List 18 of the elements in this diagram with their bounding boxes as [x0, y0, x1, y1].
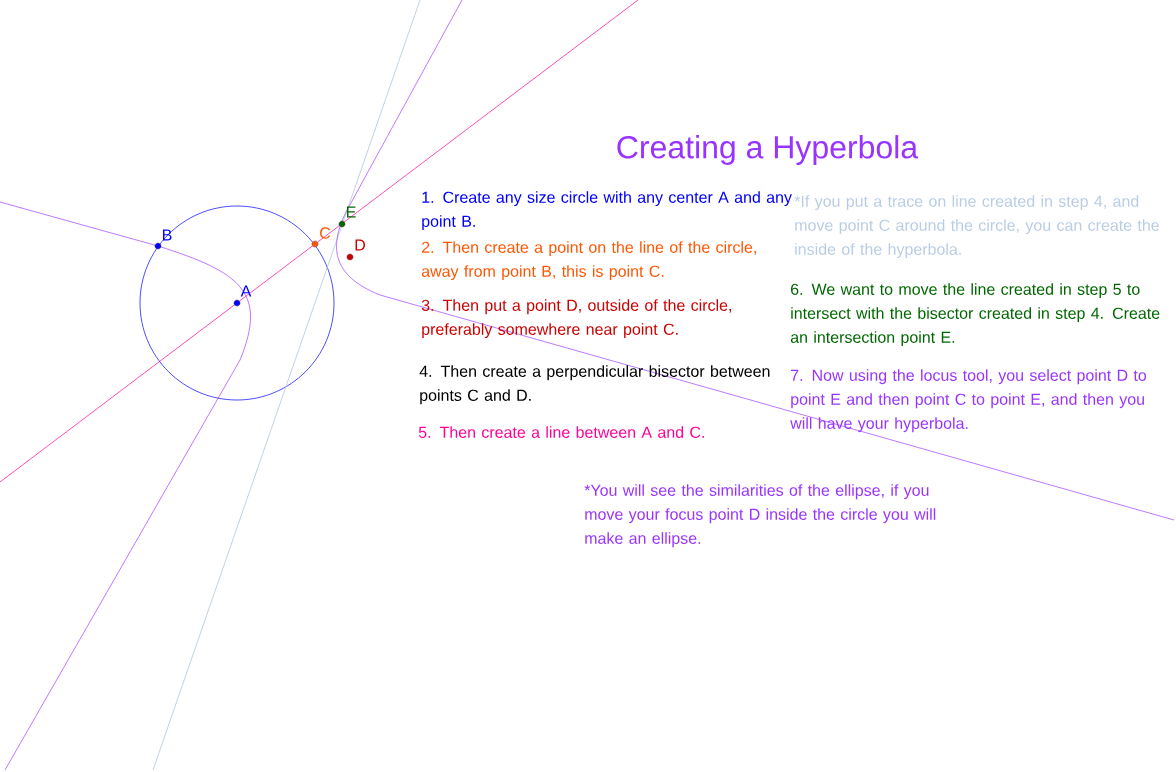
point: [154, 242, 162, 250]
step-text: 5. Then create a line between A and C.: [418, 426, 704, 438]
point-label: E: [347, 206, 356, 218]
title: Creating a Hyperbola: [617, 135, 919, 165]
point: [338, 220, 346, 228]
point: [346, 253, 354, 261]
point-label: C: [320, 227, 331, 239]
point-label: D: [355, 239, 365, 251]
point-label: A: [240, 285, 252, 297]
step-text: 2. Then create a point on the line of the circle, away from point B, this is point C.: [421, 241, 756, 281]
note-text: *If you put a trace on line created in step 4, and move point C around the circle, you can create the inside of the hyperbola.: [794, 195, 1159, 259]
step-text: 6. We want to move the line created in step 5 to intersect with the bisector created in step 4. Create an intersection point E.: [790, 283, 1160, 347]
step-text: 4. Then create a perpendicular bisector between points C and D.: [419, 365, 770, 405]
note-text: *You will see the similarities of the ellipse, if you move your focus point D inside the circle you will make an ellipse.: [584, 484, 936, 548]
step-text: 1. Create any size circle with any center A and any point B.: [422, 191, 792, 231]
point: [233, 299, 241, 307]
point: [311, 240, 319, 248]
step-text: 3. Then put a point D, outside of the circle, preferably somewhere near point C.: [421, 299, 731, 339]
